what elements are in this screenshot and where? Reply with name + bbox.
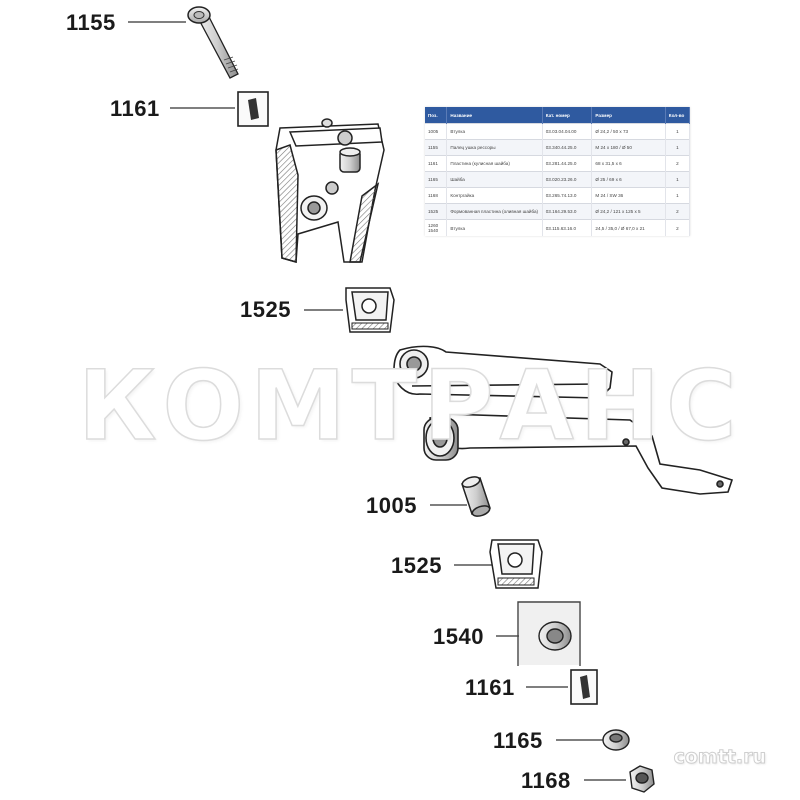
- table-cell: 24,5 / 35,0 / Ø 67,0 x 21: [591, 219, 666, 236]
- spec-header-size: Размер: [591, 107, 666, 124]
- callout-1155: 1155: [66, 10, 116, 35]
- table-row: 1161 Пластина (кулисная шайба) 03.281.44…: [425, 155, 691, 172]
- table-cell: 2: [665, 155, 691, 172]
- table-cell: 2: [665, 219, 691, 236]
- table-cell: 1: [665, 139, 691, 156]
- table-cell: 03.281.44.25.0: [542, 155, 593, 172]
- part-1161-plate-bottom: [570, 669, 598, 705]
- table-cell: 1525: [425, 203, 448, 220]
- table-cell: M 24 x 180 / Ø 50: [591, 139, 666, 156]
- spec-header-catalog-number: Кат. номер: [542, 107, 593, 124]
- part-1540-bushing: [517, 601, 581, 666]
- table-cell: 03.164.29.53.0: [542, 203, 593, 220]
- table-row: 1168 Контргайка 03.265.74.13.0 M 24 / SW…: [425, 187, 691, 204]
- watermark-brand: КОМТРАНС: [77, 349, 743, 463]
- table-cell: Шайба: [446, 171, 543, 188]
- table-cell: M 24 / SW 36: [591, 187, 666, 204]
- table-cell: 1161: [425, 155, 448, 172]
- table-cell: Втулка: [446, 219, 543, 236]
- part-spring-leaf-lower: [423, 413, 734, 495]
- part-spring-leaf-upper: [393, 345, 613, 399]
- table-cell: 1005: [425, 123, 448, 140]
- part-1525-formed-plate-top: [345, 287, 395, 333]
- part-1165-washer: [602, 729, 630, 751]
- part-1525-formed-plate-bottom: [489, 539, 543, 589]
- callout-1168: 1168: [521, 768, 571, 793]
- table-cell: Формованная пластина (оливная шайба): [446, 203, 543, 220]
- part-1005-bushing: [461, 476, 491, 517]
- table-cell: 1168: [425, 187, 448, 204]
- table-cell: 1260 1540: [425, 219, 448, 236]
- table-cell: 03.265.74.13.0: [542, 187, 593, 204]
- spec-header-quantity: Кол-во: [665, 107, 691, 124]
- spec-header-name: Название: [446, 107, 543, 124]
- callout-1525-bottom: 1525: [391, 553, 442, 578]
- table-cell: 03.03.04.04.00: [542, 123, 593, 140]
- table-cell: 1: [665, 123, 691, 140]
- part-1155-pin: [187, 6, 239, 79]
- table-cell: 2: [665, 203, 691, 220]
- parts-spec-table: Поз. Название Кат. номер Размер Кол-во 1…: [425, 107, 691, 236]
- table-row: 1525 Формованная пластина (оливная шайба…: [425, 203, 691, 220]
- table-row: 1260 1540 Втулка 03.115.63.16.0 24,5 / 3…: [425, 219, 691, 236]
- spec-table-header-row: Поз. Название Кат. номер Размер Кол-во: [425, 107, 691, 124]
- table-cell: 1: [665, 171, 691, 188]
- table-cell: Контргайка: [446, 187, 543, 204]
- table-row: 1165 Шайба 03.020.23.26.0 Ø 25 / 69 x 6 …: [425, 171, 691, 188]
- table-row: 1005 Втулка 03.03.04.04.00 Ø 24,2 / 50 x…: [425, 123, 691, 140]
- callout-1161-top: 1161: [110, 96, 160, 121]
- watermark-site: comtt.ru: [673, 746, 766, 769]
- table-cell: Ø 24,2 / 50 x 73: [591, 123, 666, 140]
- table-cell: 68 x 31,5 x 6: [591, 155, 666, 172]
- spec-header-position: Поз.: [425, 107, 448, 124]
- part-1168-locknut: [629, 765, 655, 793]
- table-cell: 03.020.23.26.0: [542, 171, 593, 188]
- table-cell: 03.340.44.25.0: [542, 139, 593, 156]
- table-cell: 03.115.63.16.0: [542, 219, 593, 236]
- callout-1540: 1540: [433, 624, 484, 649]
- table-cell: 1: [665, 187, 691, 204]
- callout-1525-top: 1525: [240, 297, 291, 322]
- table-cell: Ø 25 / 69 x 6: [591, 171, 666, 188]
- table-cell: 1155: [425, 139, 448, 156]
- part-bracket-assembly: [275, 118, 385, 263]
- table-cell: Пластина (кулисная шайба): [446, 155, 543, 172]
- table-cell: Втулка: [446, 123, 543, 140]
- table-cell: 1165: [425, 171, 448, 188]
- table-cell: Палец ушка рессоры: [446, 139, 543, 156]
- callout-1005: 1005: [366, 493, 417, 518]
- callout-1161-bottom: 1161: [465, 675, 515, 700]
- table-row: 1155 Палец ушка рессоры 03.340.44.25.0 M…: [425, 139, 691, 156]
- part-1161-plate-top: [237, 91, 269, 127]
- table-cell: Ø 24,2 / 121 x 125 x 5: [591, 203, 666, 220]
- callout-1165: 1165: [493, 728, 543, 753]
